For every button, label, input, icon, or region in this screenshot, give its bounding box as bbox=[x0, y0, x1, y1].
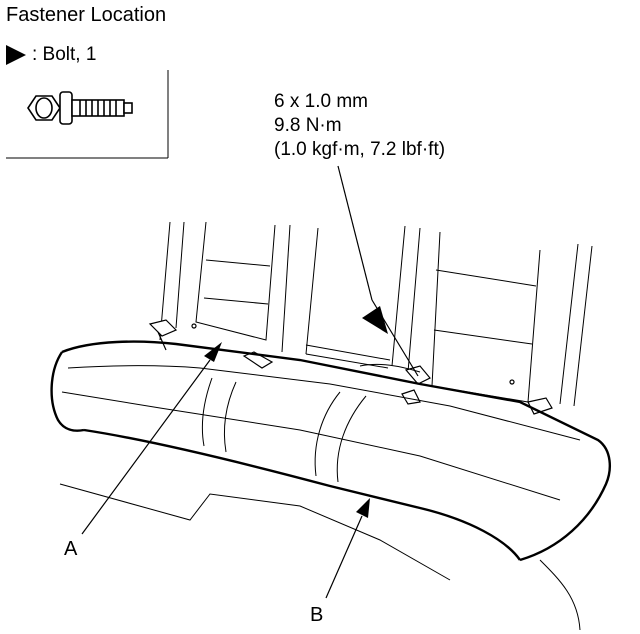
seat-belt-buckles bbox=[148, 319, 553, 415]
bolt-icon bbox=[27, 91, 133, 125]
bolt-inset-box bbox=[6, 70, 169, 159]
seat-cushion bbox=[50, 340, 611, 562]
bolt-legend: : Bolt, 1 bbox=[6, 44, 96, 66]
leader-b bbox=[325, 498, 370, 599]
torque-spec: 6 x 1.0 mm 9.8 N·m (1.0 kgf·m, 7.2 lbf·f… bbox=[274, 90, 445, 162]
torque-alt: (1.0 kgf·m, 7.2 lbf·ft) bbox=[274, 139, 446, 160]
triangle-marker-icon bbox=[6, 45, 26, 65]
callout-label-a: A bbox=[64, 538, 78, 560]
bolt-legend-text: : Bolt, 1 bbox=[32, 44, 97, 65]
floor-lines bbox=[59, 483, 581, 631]
callout-label-b: B bbox=[310, 604, 324, 626]
torque-nm: 9.8 N·m bbox=[274, 115, 342, 136]
leader-a bbox=[81, 342, 222, 535]
diagram-title: Fastener Location bbox=[6, 4, 167, 26]
bolt-size: 6 x 1.0 mm bbox=[274, 91, 368, 112]
seat-back bbox=[159, 221, 593, 407]
bolt-location-marker bbox=[337, 165, 419, 377]
